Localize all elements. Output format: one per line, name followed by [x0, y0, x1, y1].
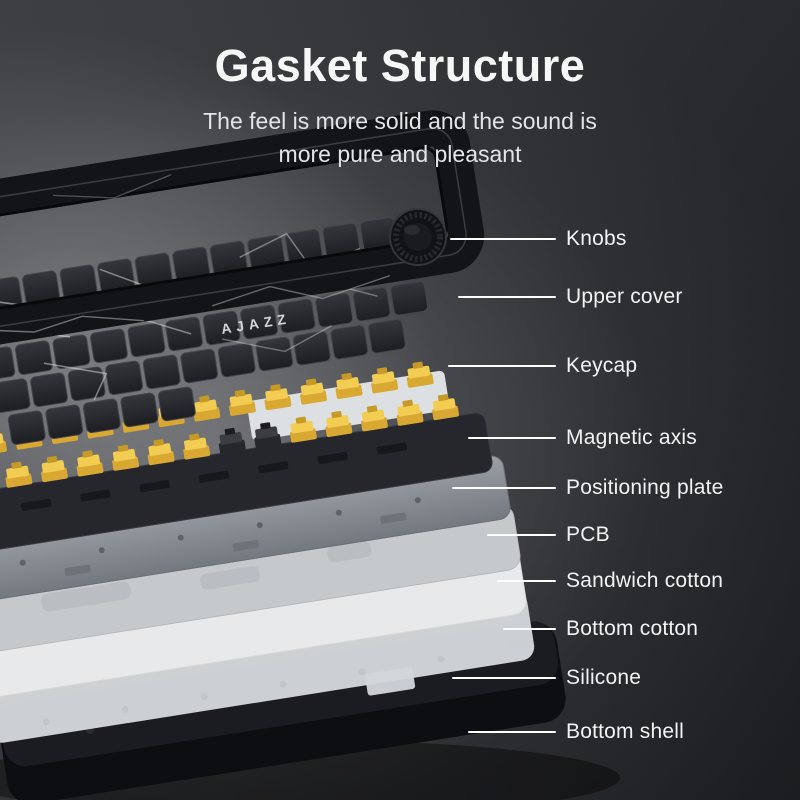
callout-label: Silicone [566, 666, 642, 689]
callout-knobs: Knobs [450, 225, 627, 253]
callout-label: Keycap [566, 354, 638, 377]
callout-label: Knobs [566, 227, 627, 250]
header: Gasket Structure The feel is more solid … [0, 40, 800, 170]
callout-label: Bottom shell [566, 720, 684, 743]
leader-line [448, 365, 556, 367]
callout-keycap: Keycap [448, 352, 637, 380]
page-subtitle-line-1: The feel is more solid and the sound is [203, 108, 597, 134]
callout-sandwich-cotton: Sandwich cotton [497, 567, 723, 595]
leader-line [497, 580, 556, 582]
callout-pcb: PCB [487, 521, 610, 549]
page-subtitle-line-2: more pure and pleasant [278, 140, 522, 167]
knob [389, 208, 447, 266]
callout-bottom-shell: Bottom shell [468, 718, 684, 746]
callout-positioning-plate: Positioning plate [452, 474, 724, 502]
leader-line [458, 296, 556, 298]
callout-label: Sandwich cotton [566, 569, 724, 592]
leader-line [503, 628, 556, 630]
leader-line [468, 731, 556, 733]
callout-silicone: Silicone [452, 664, 641, 692]
callout-magnetic-axis: Magnetic axis [468, 424, 697, 452]
callout-label: Magnetic axis [566, 426, 697, 449]
callout-label: PCB [566, 523, 610, 546]
callout-label: Upper cover [566, 285, 683, 308]
leader-line [487, 534, 556, 536]
callout-label: Bottom cotton [566, 617, 699, 640]
upper-cover-layer [0, 110, 485, 350]
pcb-layer [0, 455, 511, 601]
leader-line [452, 487, 556, 489]
callout-bottom-cotton: Bottom cotton [503, 615, 698, 643]
leader-line [468, 437, 556, 439]
leader-line [450, 238, 556, 240]
sandwich-cotton-layer [0, 504, 521, 652]
positioning-plate-layer [0, 412, 493, 552]
page-subtitle: The feel is more solid and the sound is … [0, 105, 800, 170]
leader-line [452, 677, 556, 679]
magnetic-axis-layer [0, 360, 460, 489]
callout-upper-cover: Upper cover [458, 283, 683, 311]
callout-label: Positioning plate [566, 476, 724, 499]
page-title: Gasket Structure [214, 40, 586, 91]
